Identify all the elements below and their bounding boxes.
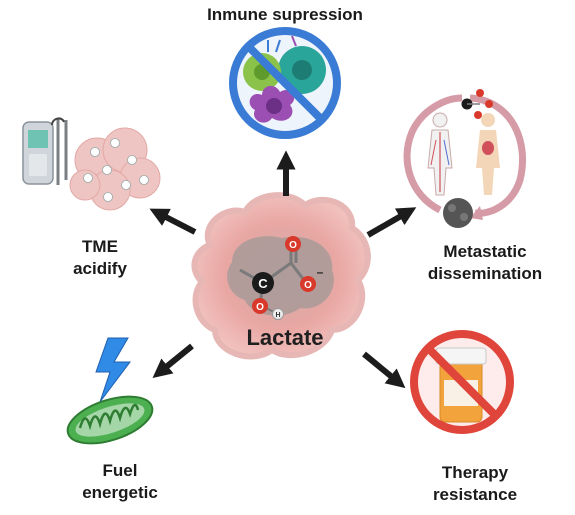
label-tme-acidify: TME acidify [50,236,150,280]
negative-charge: – [317,265,324,279]
label-fuel-line-2: energetic [82,483,158,502]
mitochondria-lightning-icon [66,337,154,445]
carbon-symbol: C [258,276,268,291]
arrows [149,150,417,389]
label-tme-line-1: TME [82,237,118,256]
oxygen-symbol-bottom: O [256,302,264,313]
label-metastatic-line-1: Metastatic [443,242,527,261]
body-circulation-cycle-icon [403,89,527,228]
label-therapy-resistance: Therapy resistance [410,462,540,506]
arrow-to-tme [149,208,197,235]
label-metastatic-dissemination: Metastatic dissemination [410,241,560,285]
oxygen-atom-bottom [252,298,268,314]
label-metastatic-line-2: dissemination [427,264,543,283]
label-immune-suppression: Inmune supression [178,4,392,26]
label-therapy-line-2: resistance [432,485,518,504]
oxygen-symbol-top: O [289,240,297,251]
oxygen-symbol-right: O [304,280,312,291]
center-label-lactate: Lactate [246,325,324,350]
label-immune-line-1: Inmune supression [207,5,363,24]
arrow-to-metastatic [366,207,417,238]
oxygen-atom-top [285,236,301,252]
carbon-atom [252,272,274,294]
arrow-to-fuel [152,343,194,379]
label-fuel-energetic: Fuel energetic [60,460,180,504]
arrow-to-therapy [362,351,406,389]
prohibited-pill-bottle-icon [410,330,514,434]
prohibited-immune-cells-icon [229,27,341,139]
oxygen-atom-right [300,276,316,292]
label-fuel-line-1: Fuel [102,461,138,480]
label-tme-line-2: acidify [73,259,127,278]
hydrogen-symbol: H [275,312,280,319]
hydrogen-atom [272,308,284,320]
ph-meter-and-acid-tissue-icon [22,117,161,211]
label-therapy-line-1: Therapy [441,463,509,482]
lactate-cell-icon: C O O – O H [191,192,371,360]
